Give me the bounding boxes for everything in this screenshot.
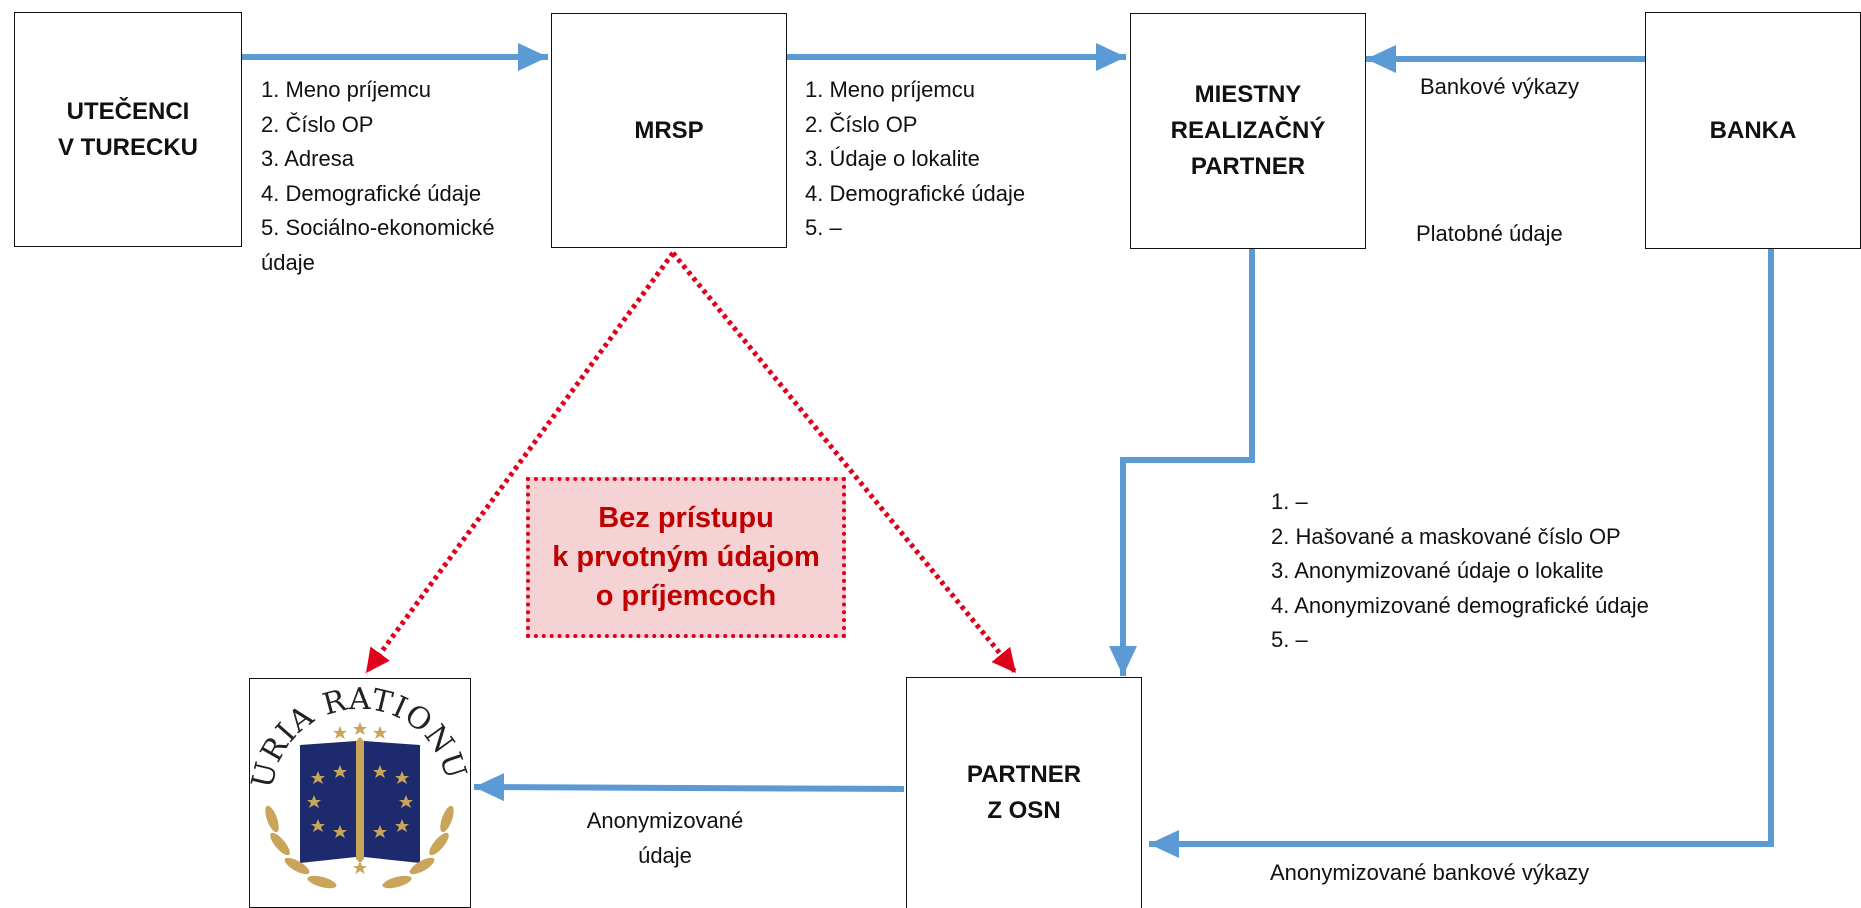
edge-item: údaje: [638, 842, 692, 868]
edge-item: 1. –: [1271, 489, 1308, 514]
edge-label-payment-data: Platobné údaje: [1416, 221, 1563, 246]
node-mrsp: MRSP: [551, 13, 787, 248]
dotted-arrow-mrsp-to-court: [363, 251, 676, 675]
node-mrsp-label: MRSP: [634, 116, 704, 144]
edge-item: 3. Adresa: [261, 146, 354, 171]
edge-label-local-partner-to-un-partner: 1. – 2. Hašované a maskované číslo OP 3.…: [1271, 485, 1649, 658]
edge-label-un-partner-to-court: Anonymizované údaje: [565, 804, 765, 873]
node-un-partner: PARTNER Z OSN: [906, 677, 1142, 908]
edge-item: 5. Sociálno-ekonomické: [261, 215, 495, 240]
edge-item: 1. Meno príjemcu: [805, 77, 975, 102]
node-bank: BANKA: [1645, 12, 1861, 249]
warning-line-3: o príjemcoch: [595, 580, 777, 612]
node-local-partner-line-2: REALIZAČNÝ: [1170, 117, 1326, 144]
node-local-partner-line-3: PARTNER: [1190, 153, 1306, 180]
edge-item: 4. Anonymizované demografické údaje: [1271, 592, 1649, 618]
edge-item: Anonymizované: [586, 808, 744, 833]
edge-item: 5. –: [805, 215, 842, 240]
edge-item: 3. Údaje o lokalite: [805, 146, 980, 171]
node-bank-label: BANKA: [1709, 116, 1797, 144]
arrow-bank-to-un-partner: [1149, 248, 1774, 858]
node-refugees: UTEČENCI V TURECKU: [14, 12, 242, 247]
edge-item: 2. Hašované a maskované číslo OP: [1271, 523, 1621, 549]
arrow-local-partner-to-un-partner: [1109, 249, 1255, 676]
edge-item: údaje: [261, 249, 315, 275]
node-local-partner: MIESTNY REALIZAČNÝ PARTNER: [1130, 13, 1366, 249]
edge-item: 3. Anonymizované údaje o lokalite: [1271, 558, 1604, 583]
edge-item: 5. –: [1271, 627, 1308, 652]
edge-item: 2. Číslo OP: [261, 111, 374, 137]
node-refugees-line-2: V TURECKU: [57, 133, 198, 161]
edge-label-bank-statements: Bankové výkazy: [1420, 74, 1579, 99]
node-un-partner-line-1: PARTNER: [966, 761, 1082, 788]
dotted-arrow-mrsp-to-un-partner: [671, 251, 1018, 675]
curia-rationum-logo: CURIA RATIONUM: [249, 678, 471, 908]
warning-line-2: k prvotným údajom: [552, 541, 820, 573]
edge-label-anonymized-bank-statements: Anonymizované bankové výkazy: [1270, 860, 1590, 885]
node-refugees-line-1: UTEČENCI: [66, 97, 190, 125]
arrow-un-partner-to-court: [473, 773, 905, 802]
node-local-partner-line-1: MIESTNY: [1194, 81, 1302, 108]
node-un-partner-line-2: Z OSN: [987, 797, 1061, 824]
edge-item: 1. Meno príjemcu: [261, 77, 431, 102]
edge-item: 2. Číslo OP: [805, 111, 918, 137]
warning-line-1: Bez prístupu: [598, 502, 774, 534]
no-access-warning-box: Bez prístupu k prvotným údajom o príjemc…: [526, 477, 846, 638]
edge-label-refugees-to-mrsp: 1. Meno príjemcu 2. Číslo OP 3. Adresa 4…: [261, 73, 495, 280]
edge-label-mrsp-to-local-partner: 1. Meno príjemcu 2. Číslo OP 3. Údaje o …: [805, 73, 1025, 246]
edge-item: 4. Demografické údaje: [261, 180, 482, 206]
eca-open-book-with-stars-logo-icon: CURIA RATIONUM: [250, 679, 469, 889]
edge-item: 4. Demografické údaje: [805, 180, 1026, 206]
